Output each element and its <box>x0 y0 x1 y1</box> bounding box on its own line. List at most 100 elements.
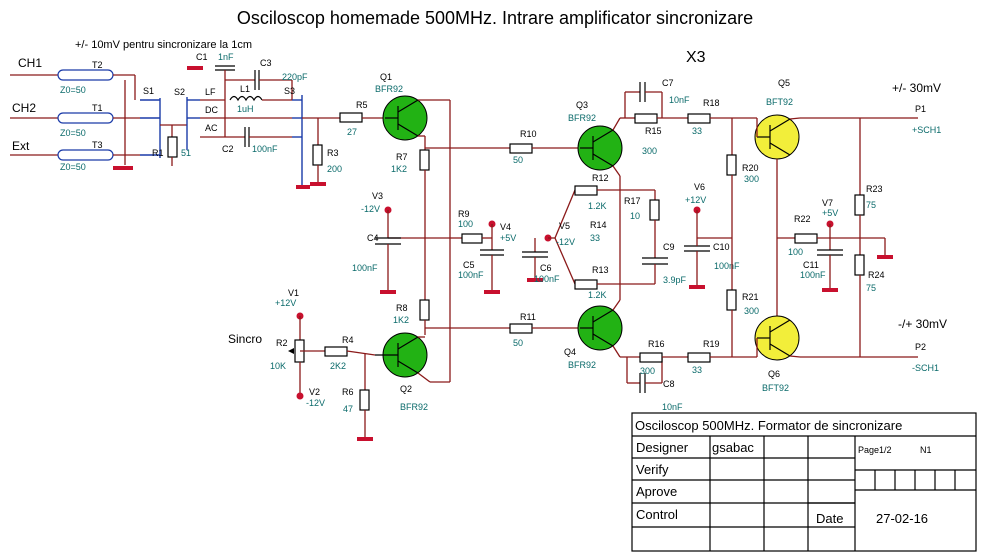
svg-text:R22: R22 <box>794 214 811 224</box>
svg-text:R19: R19 <box>703 339 720 349</box>
resistor-r17: R17 10 <box>624 190 660 258</box>
capacitor-c10: C10 100nF <box>684 238 740 289</box>
svg-text:33: 33 <box>692 126 702 136</box>
svg-text:+12V: +12V <box>685 195 706 205</box>
transistor-q4: Q4 BFR92 <box>564 305 623 370</box>
svg-text:V6: V6 <box>694 182 705 192</box>
resistor-r12: R12 1.2K <box>554 173 655 239</box>
svg-text:R2: R2 <box>276 338 288 348</box>
svg-text:200: 200 <box>327 164 342 174</box>
supply-v1: V1 +12V <box>275 288 304 320</box>
svg-text:V4: V4 <box>500 222 511 232</box>
transistor-q5: Q5 BFT92 <box>754 78 800 160</box>
control-label: Control <box>636 507 678 522</box>
svg-text:75: 75 <box>866 200 876 210</box>
svg-text:Q4: Q4 <box>564 347 576 357</box>
svg-text:33: 33 <box>590 233 600 243</box>
resistor-r11: R11 50 <box>509 312 536 348</box>
capacitor-c3: C3 220pF <box>225 58 308 100</box>
resistor-r14: R14 33 <box>590 220 607 243</box>
svg-text:C8: C8 <box>663 379 675 389</box>
svg-text:1uH: 1uH <box>237 104 254 114</box>
svg-text:R14: R14 <box>590 220 607 230</box>
verify-label: Verify <box>636 462 669 477</box>
transistor-q6: Q6 BFT92 <box>754 315 800 393</box>
transistor-q2: Q2 BFR92 <box>375 332 428 412</box>
output-p2: -/+ 30mV P2 -SCH1 <box>898 317 947 373</box>
svg-text:100nF: 100nF <box>458 270 484 280</box>
svg-text:C1: C1 <box>196 52 208 62</box>
svg-text:T3: T3 <box>92 140 103 150</box>
svg-text:-SCH1: -SCH1 <box>912 363 939 373</box>
svg-text:R21: R21 <box>742 292 759 302</box>
svg-text:+5V: +5V <box>500 233 516 243</box>
svg-text:R3: R3 <box>327 148 339 158</box>
ac-label: AC <box>205 123 218 133</box>
svg-text:R13: R13 <box>592 265 609 275</box>
svg-text:P2: P2 <box>915 342 926 352</box>
svg-text:R24: R24 <box>868 270 885 280</box>
supply-v7: V7 +5V <box>822 198 838 250</box>
svg-text:Z0=50: Z0=50 <box>60 128 86 138</box>
capacitor-c5: C5 100nF <box>458 249 504 294</box>
resistor-r15: R15 300 <box>634 113 662 156</box>
resistor-r8: R8 1K2 <box>393 299 430 325</box>
supply-v3: V3 -12V <box>361 191 392 214</box>
svg-text:R12: R12 <box>592 173 609 183</box>
supply-v5: V5 -12V <box>544 221 575 247</box>
svg-text:1nF: 1nF <box>218 52 234 62</box>
svg-text:-12V: -12V <box>556 237 575 247</box>
aprove-label: Aprove <box>636 484 677 499</box>
switch-s2[interactable]: S2 <box>174 87 200 150</box>
capacitor-c4: C4 100nF <box>352 233 401 294</box>
svg-text:100nF: 100nF <box>534 274 560 284</box>
svg-text:C4: C4 <box>367 233 379 243</box>
sync-note: +/- 10mV pentru sincronizare la 1cm <box>75 39 252 51</box>
capacitor-c1: C1 1nF <box>187 52 235 80</box>
svg-text:T2: T2 <box>92 60 103 70</box>
diagram-title: Osciloscop homemade 500MHz. Intrare ampl… <box>237 8 753 28</box>
svg-text:R7: R7 <box>396 152 408 162</box>
capacitor-c9: C9 3.9pF <box>642 242 687 285</box>
coax-t1: T1 Z0=50 <box>57 103 114 138</box>
svg-text:T1: T1 <box>92 103 103 113</box>
svg-text:100: 100 <box>788 247 803 257</box>
svg-text:BFT92: BFT92 <box>766 97 793 107</box>
svg-text:L1: L1 <box>240 84 250 94</box>
svg-text:2K2: 2K2 <box>330 361 346 371</box>
svg-text:V5: V5 <box>559 221 570 231</box>
svg-text:100nF: 100nF <box>352 263 378 273</box>
svg-text:BFT92: BFT92 <box>762 383 789 393</box>
svg-text:V1: V1 <box>288 288 299 298</box>
potentiometer-r2[interactable]: R2 10K <box>270 338 305 371</box>
switch-s3[interactable]: S3 <box>284 86 303 185</box>
svg-text:C6: C6 <box>540 263 552 273</box>
resistor-r9: R9 100 <box>458 209 483 244</box>
supply-v2: V2 -12V <box>296 387 325 408</box>
switch-s1[interactable]: S1 <box>140 86 161 158</box>
svg-text:300: 300 <box>744 306 759 316</box>
svg-text:3.9pF: 3.9pF <box>663 275 687 285</box>
svg-text:R10: R10 <box>520 129 537 139</box>
inductor-l1: L1 1uH <box>229 84 292 114</box>
output-p1: +/- 30mV P1 +SCH1 <box>892 81 941 135</box>
svg-text:V2: V2 <box>309 387 320 397</box>
transistor-q1: Q1 BFR92 <box>375 72 428 141</box>
svg-text:R4: R4 <box>342 335 354 345</box>
svg-text:BFR92: BFR92 <box>568 113 596 123</box>
svg-text:+/- 30mV: +/- 30mV <box>892 81 941 95</box>
svg-text:R18: R18 <box>703 98 720 108</box>
svg-text:S2: S2 <box>174 87 185 97</box>
svg-text:50: 50 <box>513 338 523 348</box>
supply-v4: V4 +5V <box>488 220 516 250</box>
resistor-r3: R3 200 <box>310 118 342 186</box>
svg-text:1.2K: 1.2K <box>588 201 607 211</box>
resistor-r4: R4 2K2 <box>324 335 354 371</box>
svg-text:C3: C3 <box>260 58 272 68</box>
svg-text:300: 300 <box>640 366 655 376</box>
svg-text:100nF: 100nF <box>252 144 278 154</box>
resistor-r10: R10 50 <box>509 129 537 165</box>
resistor-r7: R7 1K2 <box>391 149 430 174</box>
svg-text:C9: C9 <box>663 242 675 252</box>
dc-label: DC <box>205 105 218 115</box>
